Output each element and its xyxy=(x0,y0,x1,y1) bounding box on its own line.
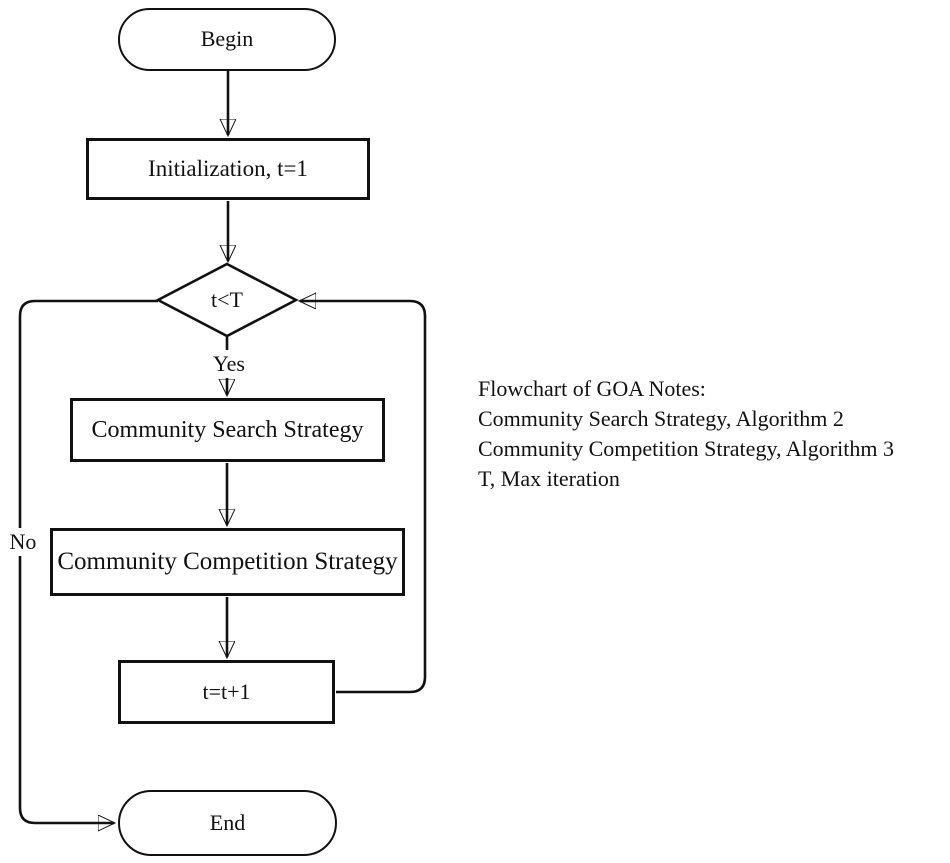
edge-label-no: No xyxy=(3,528,43,556)
node-increment-label: t=t+1 xyxy=(202,678,251,704)
notes-line-competition: Community Competition Strategy, Algorith… xyxy=(478,436,894,461)
node-increment: t=t+1 xyxy=(118,660,335,724)
node-community-search: Community Search Strategy xyxy=(70,398,385,462)
notes-line-max-iteration: T, Max iteration xyxy=(478,466,620,491)
notes-block: Flowchart of GOA Notes: Community Search… xyxy=(478,374,948,494)
edge-increment-loop-to-decision xyxy=(300,301,427,694)
node-end-label: End xyxy=(209,809,246,835)
edge-label-yes: Yes xyxy=(199,350,259,378)
node-community-competition-label: Community Competition Strategy xyxy=(57,548,398,576)
node-decision-label: t<T xyxy=(211,287,243,312)
node-community-search-label: Community Search Strategy xyxy=(91,416,364,443)
node-begin: Begin xyxy=(118,8,336,71)
node-initialization: Initialization, t=1 xyxy=(86,138,370,200)
node-end: End xyxy=(118,790,337,856)
node-community-competition: Community Competition Strategy xyxy=(50,528,405,596)
notes-line-search: Community Search Strategy, Algorithm 2 xyxy=(478,406,844,431)
node-initialization-label: Initialization, t=1 xyxy=(148,156,308,182)
notes-line-title: Flowchart of GOA Notes: xyxy=(478,376,706,401)
node-begin-label: Begin xyxy=(200,26,254,52)
decision-diamond-shape xyxy=(155,262,299,338)
edge-decision-no-to-end xyxy=(18,299,158,823)
